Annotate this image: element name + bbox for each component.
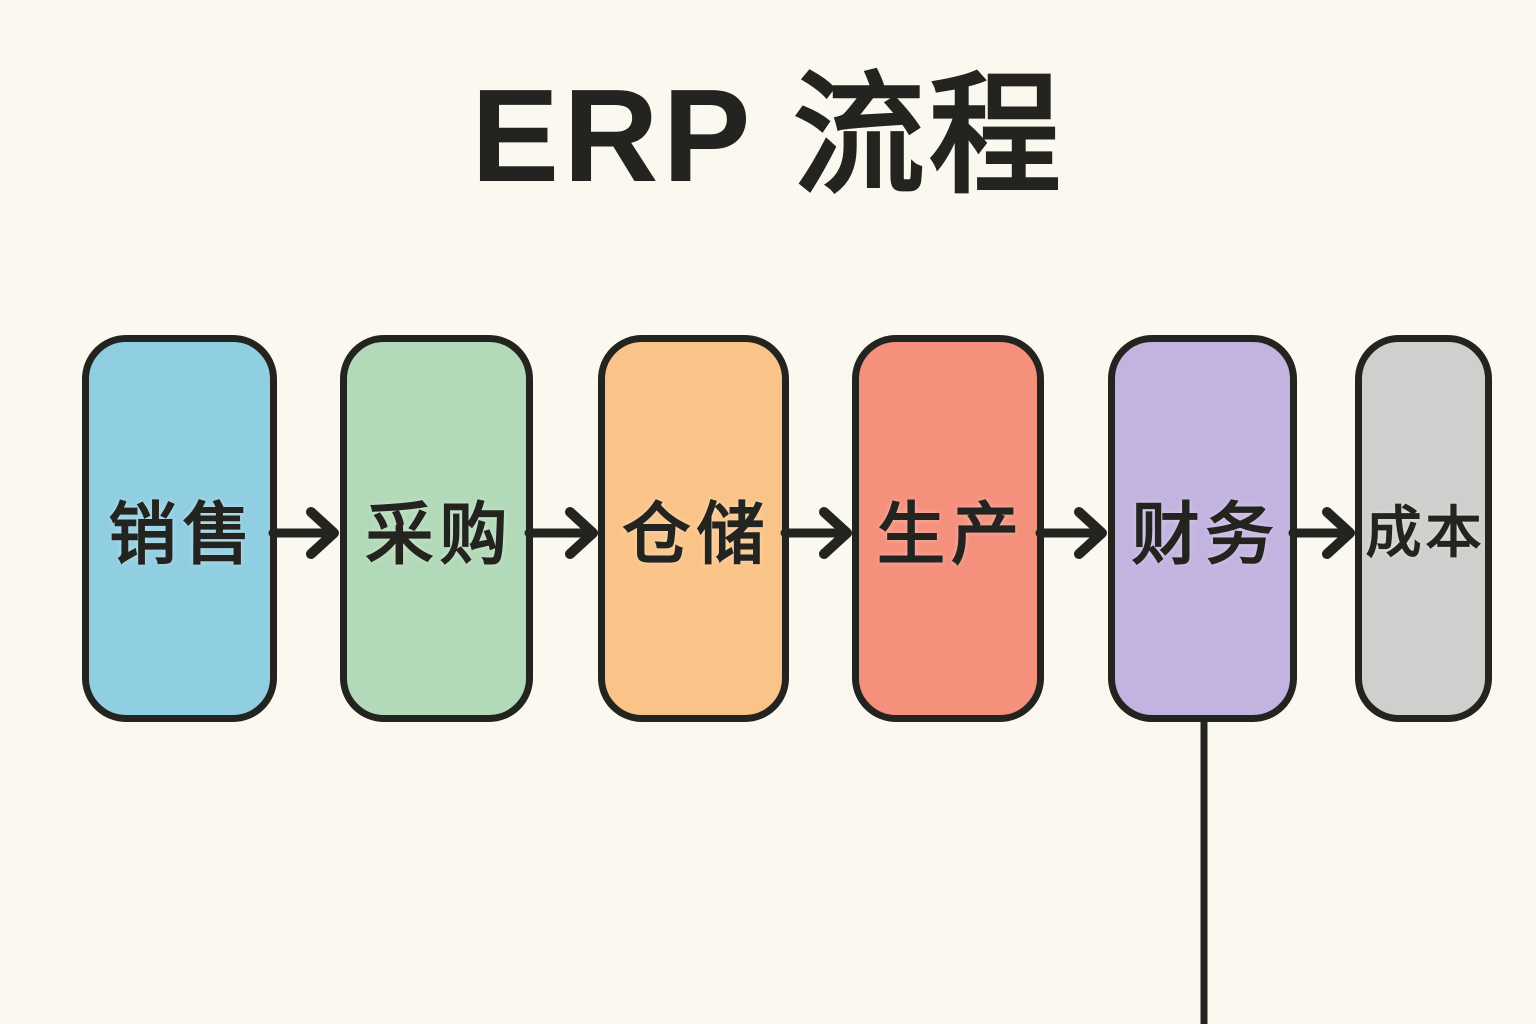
node-cost-label: 成本	[1365, 501, 1486, 564]
node-sales: 销售	[82, 335, 277, 722]
node-production-label: 生产	[876, 497, 1025, 573]
node-warehousing: 仓储	[598, 335, 789, 722]
node-finance: 财务	[1108, 335, 1297, 722]
arrow-production-to-finance-icon	[1035, 507, 1107, 559]
node-warehousing-label: 仓储	[622, 497, 771, 573]
node-procurement: 采购	[340, 335, 533, 722]
node-production: 生产	[852, 335, 1044, 722]
arrow-procurement-to-warehousing-icon	[524, 507, 598, 559]
node-sales-label: 销售	[108, 497, 257, 573]
arrow-warehousing-to-production-icon	[780, 507, 852, 559]
node-procurement-label: 采购	[365, 497, 514, 573]
arrow-finance-to-cost-icon	[1288, 507, 1355, 559]
node-cost: 成本	[1355, 335, 1492, 722]
page-title: ERP 流程	[471, 62, 1065, 209]
arrow-sales-to-procurement-icon	[268, 507, 339, 559]
node-finance-label: 财务	[1131, 497, 1280, 573]
